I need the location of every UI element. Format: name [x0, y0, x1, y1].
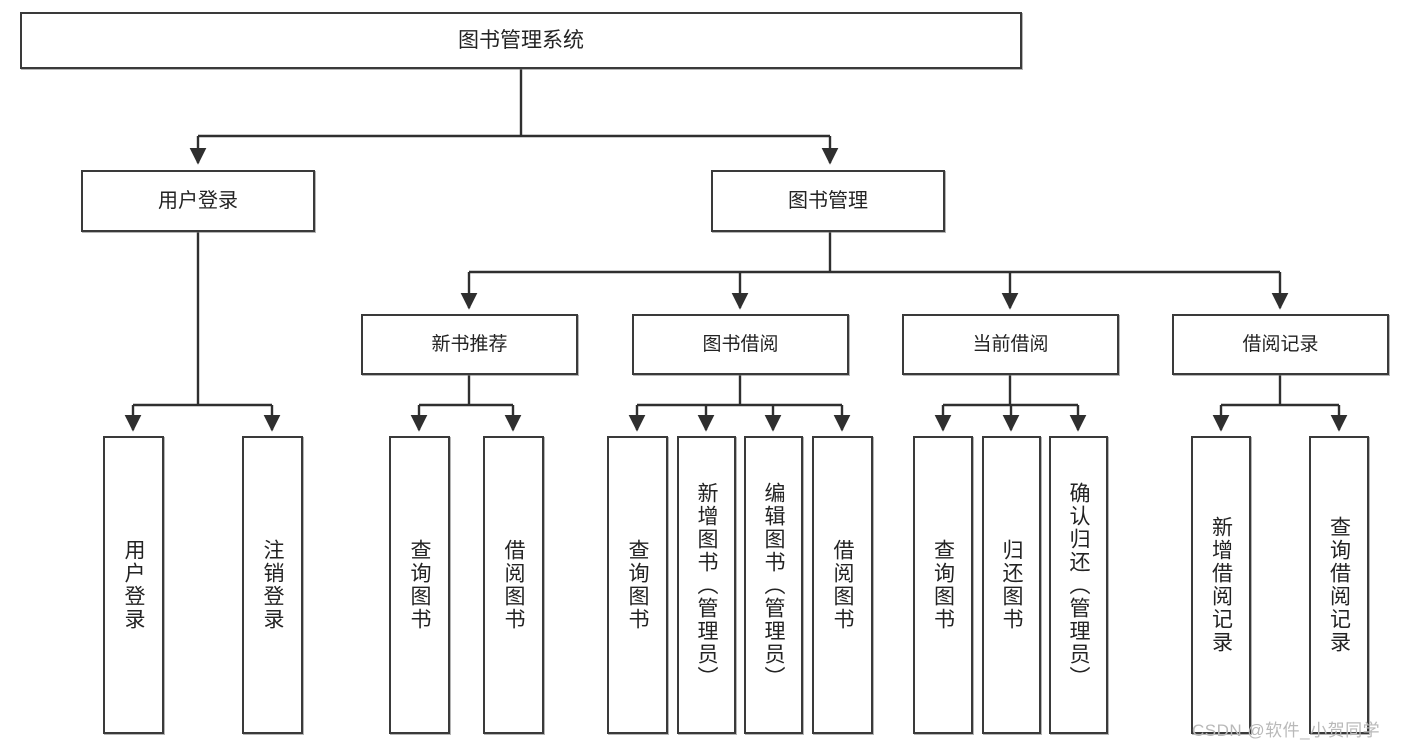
- watermark-label: CSDN @软件_小贺同学: [1192, 721, 1381, 740]
- leaf-book-borrow-1[interactable]: 查询图书: [607, 436, 668, 734]
- leaf-book-borrow-4[interactable]: 借阅图书: [812, 436, 873, 734]
- leaf-current-borrow-3[interactable]: 确认归还（管理员）: [1049, 436, 1108, 734]
- leaf-new-book-1-label: 查询图书: [408, 539, 431, 631]
- leaf-borrow-record-1[interactable]: 新增借阅记录: [1191, 436, 1251, 734]
- leaf-borrow-record-2[interactable]: 查询借阅记录: [1309, 436, 1369, 734]
- leaf-user-login-1-label: 用户登录: [122, 539, 145, 631]
- leaf-user-login-2[interactable]: 注销登录: [242, 436, 303, 734]
- node-book-management-label: 图书管理: [788, 190, 868, 212]
- node-borrow-record-label: 借阅记录: [1242, 334, 1319, 355]
- leaf-book-borrow-3-label: 编辑图书（管理员）: [762, 481, 785, 689]
- leaf-book-borrow-1-label: 查询图书: [626, 539, 649, 631]
- leaf-new-book-1[interactable]: 查询图书: [389, 436, 450, 734]
- leaf-current-borrow-1-label: 查询图书: [931, 539, 955, 631]
- leaf-current-borrow-2[interactable]: 归还图书: [982, 436, 1041, 734]
- node-book-borrow-label: 图书借阅: [702, 334, 779, 355]
- node-user-login[interactable]: 用户登录: [81, 170, 315, 232]
- leaf-new-book-2[interactable]: 借阅图书: [483, 436, 544, 734]
- leaf-current-borrow-2-label: 归还图书: [1000, 539, 1023, 631]
- leaf-book-borrow-2[interactable]: 新增图书（管理员）: [677, 436, 736, 734]
- node-current-borrow-label: 当前借阅: [972, 334, 1049, 355]
- node-new-book-recommend-label: 新书推荐: [431, 334, 508, 355]
- leaf-book-borrow-2-label: 新增图书（管理员）: [695, 481, 718, 689]
- node-new-book-recommend[interactable]: 新书推荐: [361, 314, 578, 375]
- leaf-book-borrow-3[interactable]: 编辑图书（管理员）: [744, 436, 803, 734]
- leaf-user-login-2-label: 注销登录: [261, 539, 284, 631]
- node-current-borrow[interactable]: 当前借阅: [902, 314, 1119, 375]
- node-book-management[interactable]: 图书管理: [711, 170, 945, 232]
- leaf-current-borrow-1[interactable]: 查询图书: [913, 436, 973, 734]
- leaf-book-borrow-4-label: 借阅图书: [831, 539, 854, 631]
- leaf-borrow-record-2-label: 查询借阅记录: [1327, 516, 1351, 654]
- node-user-login-label: 用户登录: [158, 190, 238, 212]
- leaf-borrow-record-1-label: 新增借阅记录: [1209, 516, 1233, 654]
- leaf-new-book-2-label: 借阅图书: [502, 539, 525, 631]
- node-root[interactable]: 图书管理系统: [20, 12, 1022, 69]
- leaf-current-borrow-3-label: 确认归还（管理员）: [1067, 481, 1090, 689]
- leaf-user-login-1[interactable]: 用户登录: [103, 436, 164, 734]
- node-book-borrow[interactable]: 图书借阅: [632, 314, 849, 375]
- node-root-label: 图书管理系统: [458, 29, 584, 52]
- node-borrow-record[interactable]: 借阅记录: [1172, 314, 1389, 375]
